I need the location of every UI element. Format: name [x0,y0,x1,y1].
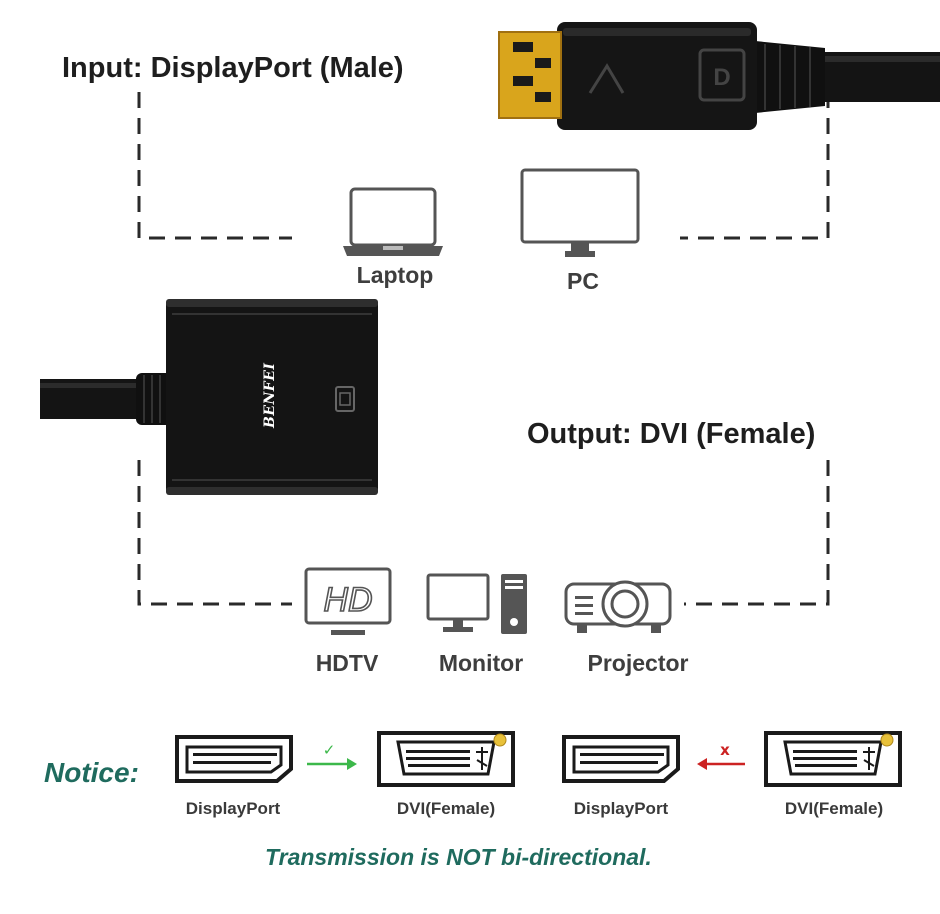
projector-icon [564,580,672,633]
dvi-port-icon-2 [764,731,902,787]
hdtv-label: HDTV [315,650,379,676]
ok-arrow-icon: ✓ [307,742,357,770]
pair1-right-label: DVI(Female) [396,799,496,818]
projector-label: Projector [587,650,689,676]
pc-icon [520,168,640,257]
laptop-icon [343,187,443,256]
direction-notice-text: Transmission is NOT bi-directional. [265,844,652,870]
pair2-right-label: DVI(Female) [784,799,884,818]
displayport-plug-image: D [498,22,940,130]
hdtv-icon: HD [304,567,392,635]
dvi-adapter-image [40,299,378,495]
laptop-label: Laptop [356,262,434,288]
monitor-label: Monitor [438,650,524,676]
brand-logo: BENFEI [262,362,278,428]
cross-icon: x [720,742,730,759]
output-title: Output: DVI (Female) [527,418,816,450]
dvi-port-icon-1 [377,731,515,787]
notice-label: Notice: [44,757,139,788]
pair2-left-label: DisplayPort [573,799,669,818]
hd-text: HD [323,581,372,619]
pair1-left-label: DisplayPort [185,799,281,818]
displayport-port-icon-2 [562,735,680,783]
bad-arrow-icon: x [697,742,745,770]
input-title: Input: DisplayPort (Male) [62,52,404,84]
displayport-port-icon-1 [175,735,293,783]
svg-text:D: D [713,64,730,91]
monitor-icon [426,573,527,634]
pc-label: PC [567,268,599,294]
check-icon: ✓ [323,742,336,759]
